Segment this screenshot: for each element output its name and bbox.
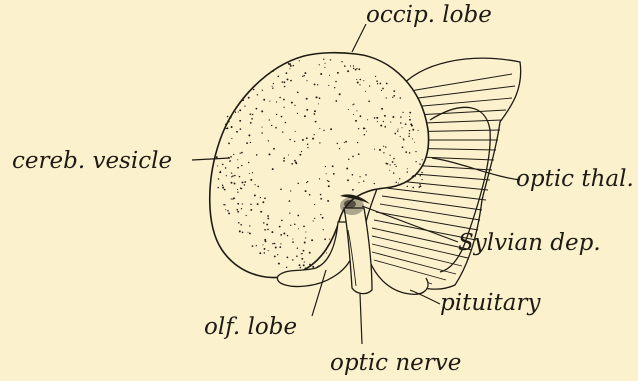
label-pituitary: pituitary <box>440 290 541 316</box>
label-occip-lobe: occip. lobe <box>366 2 492 28</box>
label-optic-nerve: optic nerve <box>330 350 461 376</box>
label-cereb-vesicle: cereb. vesicle <box>12 148 172 174</box>
leader-occip-lobe <box>352 24 366 52</box>
leader-pituitary <box>410 290 440 304</box>
label-sylvian-dep: Sylvian dep. <box>458 230 601 256</box>
label-optic-thal: optic thal. <box>516 166 634 192</box>
leader-optic-nerve <box>360 294 362 344</box>
label-olf-lobe: olf. lobe <box>204 314 297 340</box>
cerebral-vesicle <box>210 53 429 278</box>
